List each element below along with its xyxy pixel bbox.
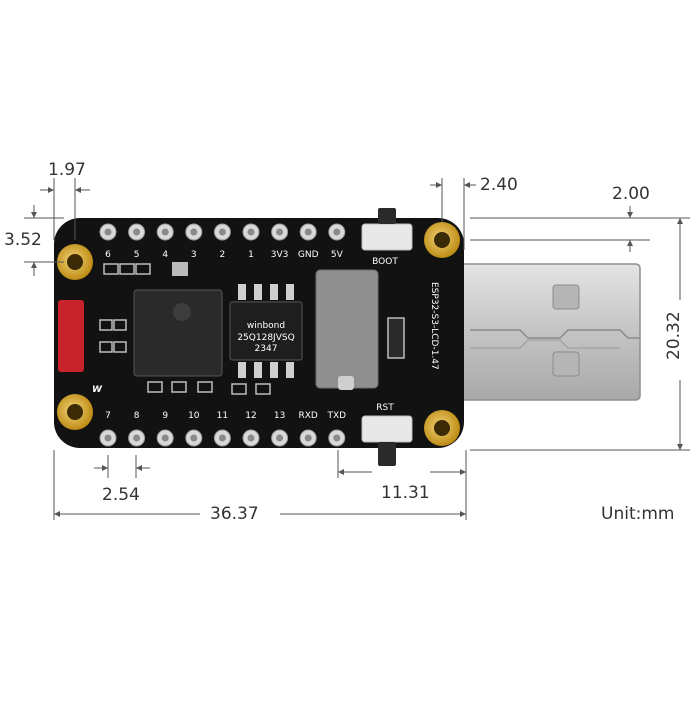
flash-chip: winbond 25Q128JVSQ 2347 xyxy=(229,301,303,361)
top_pins-label: 2 xyxy=(220,250,226,260)
dimension-lines xyxy=(24,178,690,520)
smd-components xyxy=(99,263,405,395)
top_pins-label: 3 xyxy=(191,250,197,260)
boot-label: BOOT xyxy=(372,257,398,267)
top_pins-label: 5 xyxy=(134,250,140,260)
header-pin-hole xyxy=(104,228,112,236)
top-pin-labels: 6 5 4 3 2 1 3V3 GND 5V xyxy=(105,250,343,260)
header-pin-hole xyxy=(276,228,284,236)
bottom-pin-labels: 7 8 9 10 11 12 13 RXD TXD xyxy=(105,411,346,421)
top_pins-label: 5V xyxy=(331,250,344,260)
header-pin-hole xyxy=(247,228,255,236)
bottom_pins-label: 11 xyxy=(217,411,228,421)
flash-brand: winbond xyxy=(247,321,285,331)
rst-button xyxy=(361,415,413,466)
dim-button-offset: 2.40 xyxy=(480,175,518,195)
top-header-pins xyxy=(99,223,346,241)
header-pin-hole xyxy=(333,434,341,442)
header-pin-hole xyxy=(104,434,112,442)
header-pin-hole xyxy=(161,434,169,442)
sd-card-slot xyxy=(315,269,379,389)
unit-label: Unit:mm xyxy=(601,504,675,524)
boot-button xyxy=(361,208,413,251)
header-pin-hole xyxy=(304,434,312,442)
header-pin-hole xyxy=(218,434,226,442)
flash-part: 25Q128JVSQ xyxy=(237,333,294,343)
header-pin-hole xyxy=(276,434,284,442)
waveshare-logo: W xyxy=(92,385,103,395)
top_pins-label: GND xyxy=(298,250,319,260)
header-pin-hole xyxy=(190,228,198,236)
header-pin-hole xyxy=(247,434,255,442)
bottom_pins-label: RXD xyxy=(299,411,318,421)
bottom_pins-label: 13 xyxy=(274,411,285,421)
header-pin-hole xyxy=(333,228,341,236)
bottom_pins-label: 12 xyxy=(245,411,256,421)
bottom_pins-label: 9 xyxy=(162,411,168,421)
dim-usb-width: 20.32 xyxy=(664,311,684,360)
esp32-chip xyxy=(133,289,223,377)
dim-usb-offset: 2.00 xyxy=(612,184,650,204)
bottom-header-pins xyxy=(99,429,346,447)
header-pin-hole xyxy=(218,228,226,236)
top_pins-label: 4 xyxy=(162,250,168,260)
rst-label: RST xyxy=(376,403,394,413)
bottom_pins-label: TXD xyxy=(327,411,347,421)
usb-connector xyxy=(454,263,641,401)
header-pin-hole xyxy=(161,228,169,236)
header-pin-hole xyxy=(304,228,312,236)
dim-hole-offset-x: 1.97 xyxy=(48,160,86,180)
dim-usb-length: 11.31 xyxy=(381,483,430,503)
dim-pin-pitch: 2.54 xyxy=(102,485,140,505)
dim-hole-offset-y: 3.52 xyxy=(4,230,42,250)
crystal xyxy=(172,262,188,276)
bottom_pins-label: 8 xyxy=(134,411,140,421)
mounting-holes xyxy=(57,222,460,446)
top_pins-label: 3V3 xyxy=(271,250,289,260)
top_pins-label: 6 xyxy=(105,250,111,260)
header-pin-hole xyxy=(133,228,141,236)
red-led xyxy=(58,300,84,372)
flash-chip-pins xyxy=(238,284,294,378)
flash-code: 2347 xyxy=(255,344,278,354)
header-pin-hole xyxy=(133,434,141,442)
top_pins-label: 1 xyxy=(248,250,254,260)
header-pin-hole xyxy=(190,434,198,442)
dim-pcb-length: 36.37 xyxy=(210,504,259,524)
bottom_pins-label: 7 xyxy=(105,411,111,421)
bottom_pins-label: 10 xyxy=(188,411,200,421)
model-label: ESP32-S3-LCD-1.47 xyxy=(429,282,439,370)
